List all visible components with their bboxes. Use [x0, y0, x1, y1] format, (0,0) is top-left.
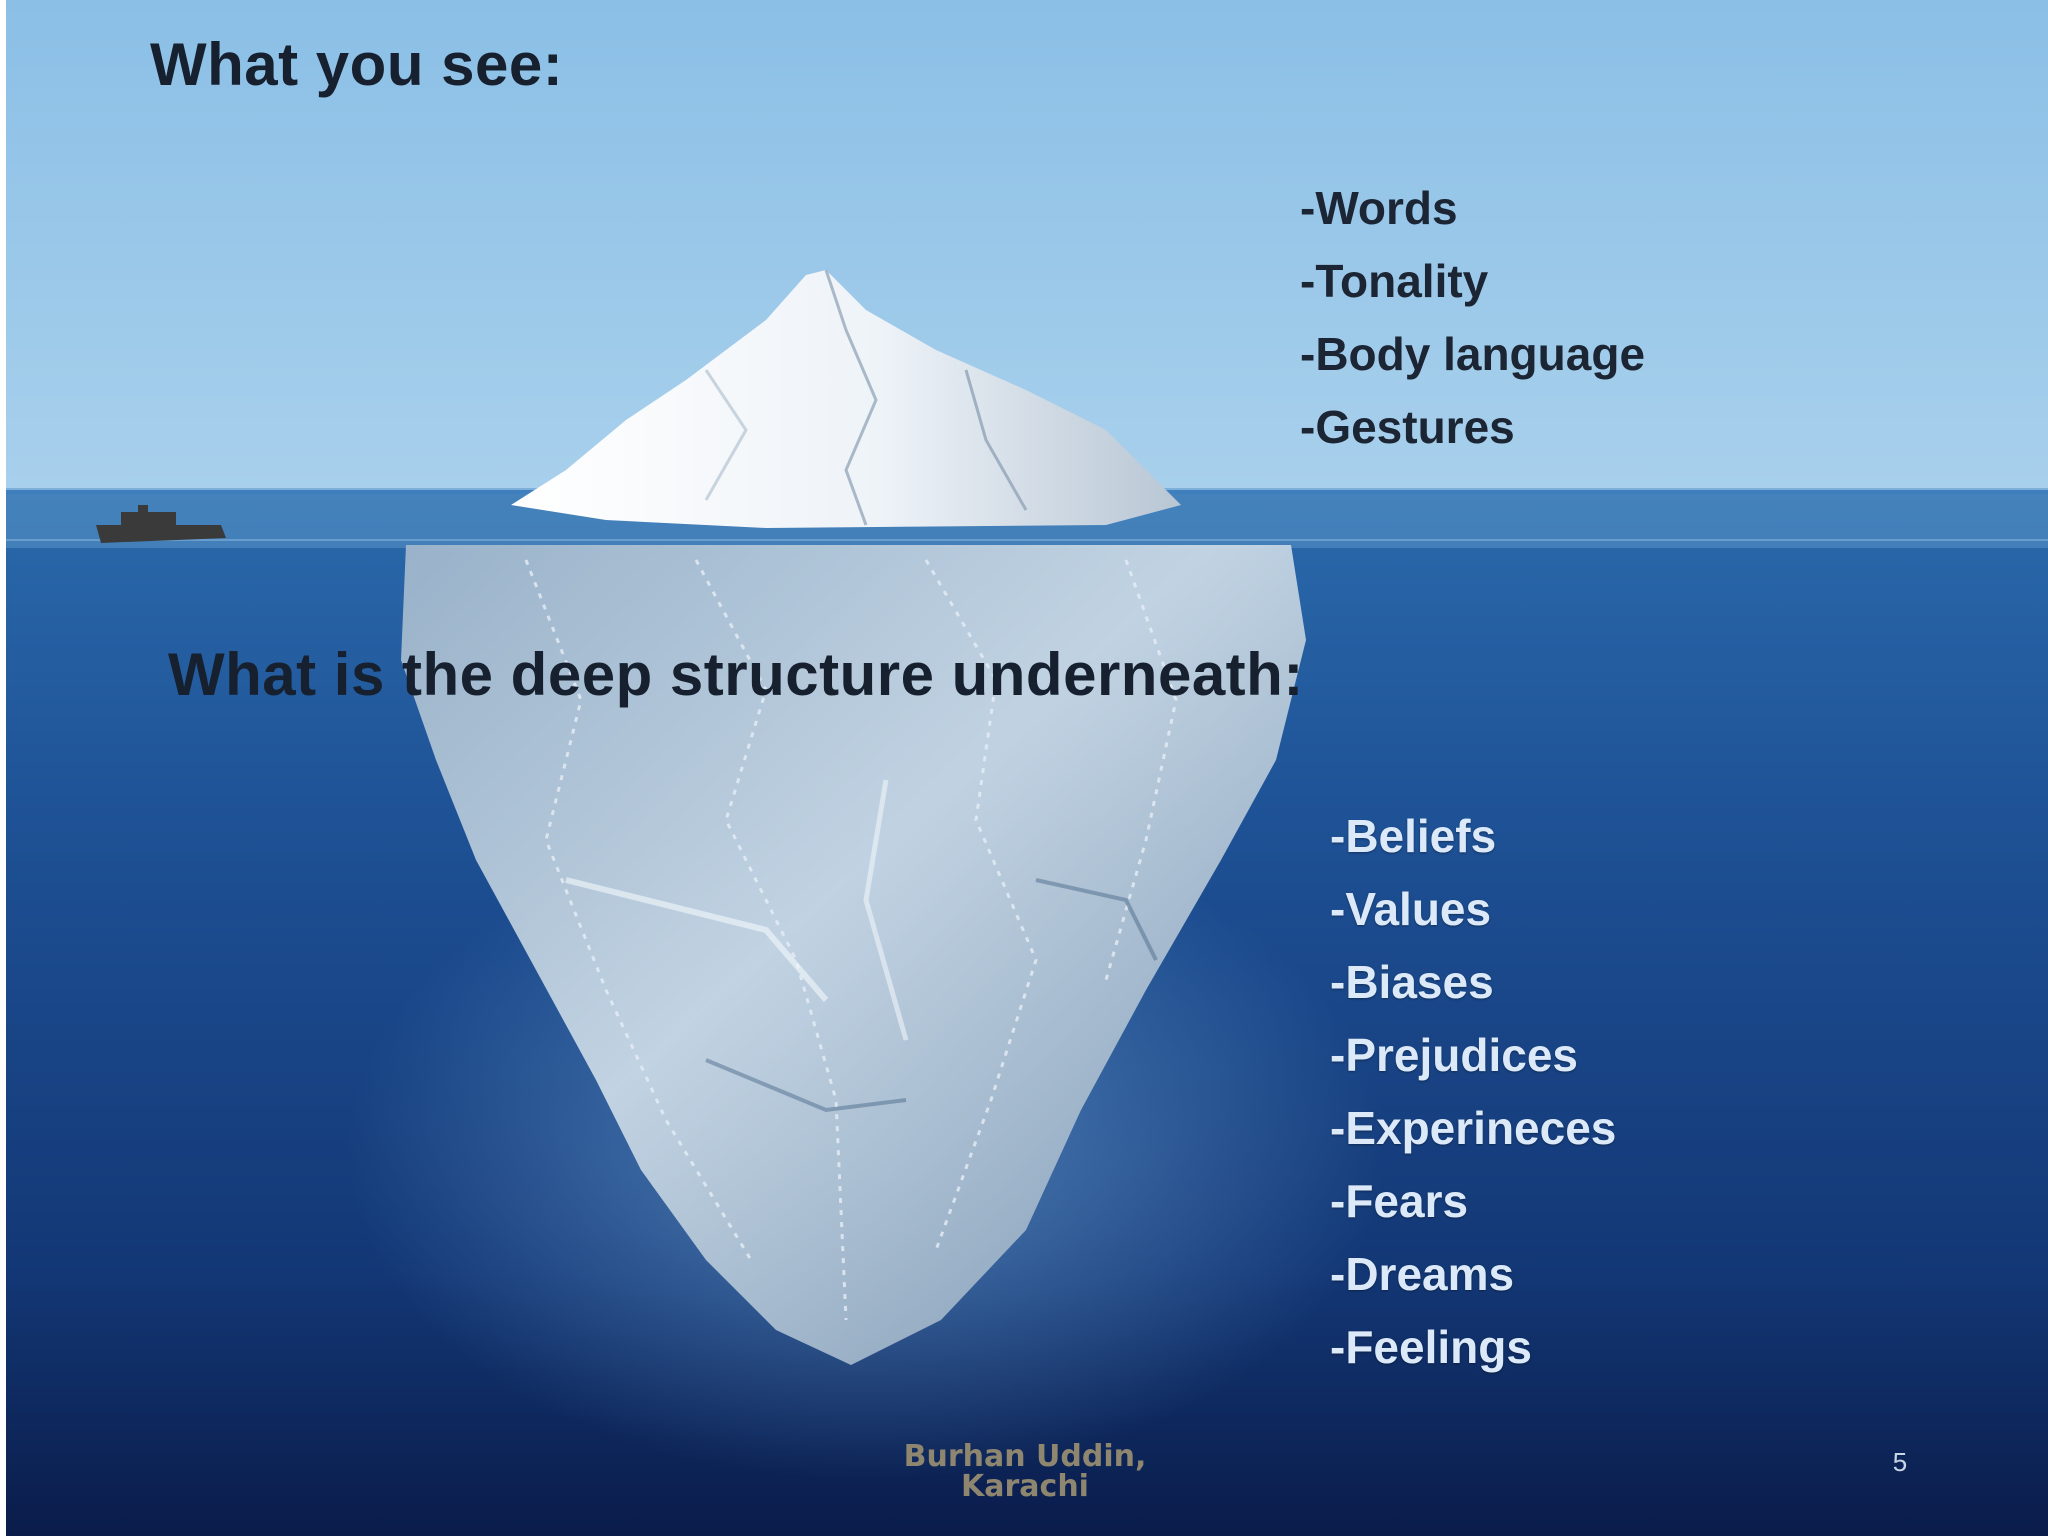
underneath-list: -Beliefs -Values -Biases -Prejudices -Ex…: [1330, 800, 1616, 1384]
iceberg-underwater-icon: [401, 545, 1306, 1365]
list-item: -Experineces: [1330, 1102, 1617, 1154]
footer-author-line: Karachi: [961, 1469, 1089, 1504]
list-item: -Dreams: [1330, 1248, 1515, 1300]
list-item: -Fears: [1330, 1175, 1469, 1227]
list-item: -Feelings: [1330, 1321, 1532, 1373]
iceberg-scene: [6, 0, 2048, 1536]
list-item: -Prejudices: [1330, 1029, 1578, 1081]
footer-author-line: Burhan Uddin,: [903, 1439, 1147, 1474]
list-item: -Gestures: [1300, 401, 1515, 453]
list-item: -Words: [1300, 182, 1458, 234]
page-number: 5: [1892, 1447, 1908, 1477]
list-item: -Biases: [1330, 956, 1494, 1008]
visible-heading: What you see:: [150, 31, 564, 98]
list-item: -Body language: [1300, 328, 1646, 380]
footer-author: Burhan Uddin, Karachi: [850, 1442, 1200, 1502]
list-item: -Tonality: [1300, 255, 1489, 307]
visible-list: -Words -Tonality -Body language -Gesture…: [1300, 172, 1645, 464]
ship-icon: [96, 505, 226, 543]
iceberg-tip-icon: [511, 269, 1181, 528]
underneath-heading: What is the deep structure underneath:: [168, 641, 1304, 708]
list-item: -Beliefs: [1330, 810, 1497, 862]
list-item: -Values: [1330, 883, 1492, 935]
